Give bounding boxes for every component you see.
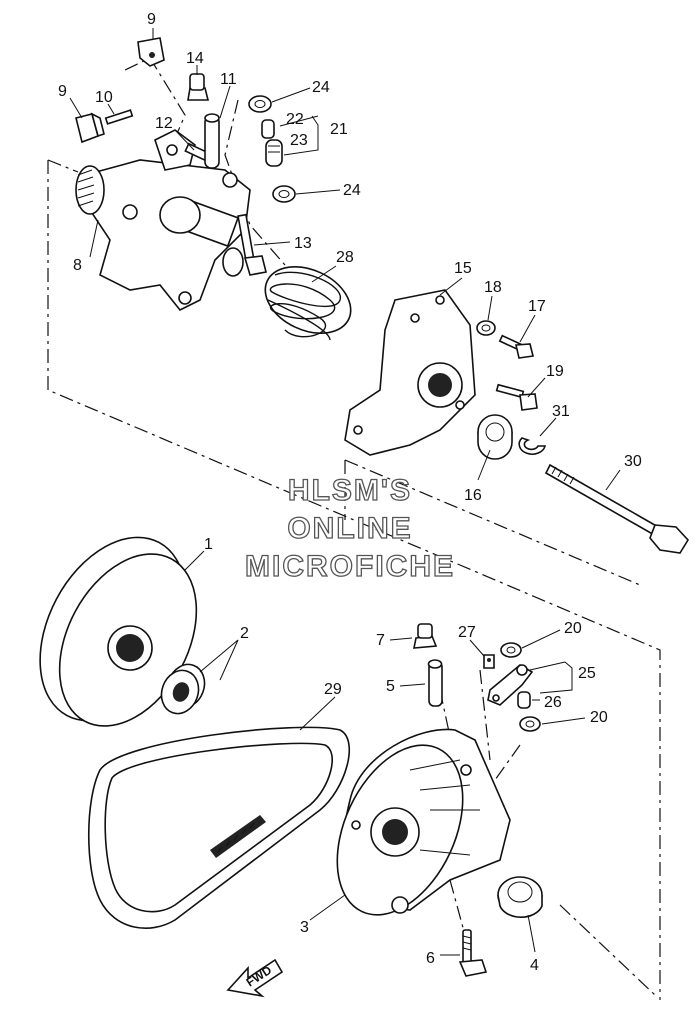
callout-16: 16 [464, 487, 482, 504]
sheave-1 [39, 536, 198, 727]
callout-13: 13 [294, 235, 312, 252]
callout-10: 10 [95, 89, 113, 106]
callout-2: 2 [240, 625, 249, 642]
callout-numbers: 9 9 10 12 14 11 24 22 23 21 24 13 28 8 1… [58, 11, 642, 974]
pin-27 [483, 654, 495, 669]
callout-24-bottom: 24 [343, 182, 361, 199]
bolt-17 [498, 334, 534, 359]
callout-27: 27 [458, 624, 476, 641]
callout-20-bottom: 20 [590, 709, 608, 726]
roller-26 [517, 691, 531, 709]
callout-15: 15 [454, 260, 472, 277]
callout-1: 1 [204, 536, 213, 553]
nut-7 [413, 623, 438, 649]
callout-19: 19 [546, 363, 564, 380]
bolt-30 [544, 463, 689, 554]
watermark-line-3: MICROFICHE [245, 550, 455, 583]
bracket-9-top [137, 37, 165, 67]
watermark: HLSM'S ONLINE MICROFICHE [244, 473, 455, 583]
callout-11: 11 [220, 71, 237, 88]
callout-20-top: 20 [564, 620, 582, 637]
housing-3 [336, 728, 511, 916]
washer-20-bottom [519, 716, 541, 732]
washer-24-bottom [272, 185, 296, 203]
pin-10 [104, 109, 134, 125]
bolt-19 [495, 383, 538, 411]
callout-5: 5 [386, 678, 395, 695]
leader-lines [69, 28, 621, 956]
arm-25 [487, 664, 534, 706]
bracket-9-left [75, 112, 105, 144]
callout-6: 6 [426, 950, 435, 967]
callout-8: 8 [73, 257, 82, 274]
washer-20-top [500, 642, 522, 658]
washer-18 [476, 320, 496, 336]
callout-18: 18 [484, 279, 502, 296]
callout-7: 7 [376, 632, 385, 649]
callout-21: 21 [330, 121, 348, 138]
callout-28: 28 [336, 249, 354, 266]
bolt-6 [458, 929, 488, 977]
callout-9-top: 9 [147, 11, 156, 28]
bolt-13 [237, 213, 267, 276]
watermark-line-1: HLSM'S [288, 474, 412, 507]
callout-22: 22 [286, 111, 304, 128]
callout-29: 29 [324, 681, 342, 698]
callout-23: 23 [290, 132, 308, 149]
callout-9-left: 9 [58, 83, 67, 100]
callout-17: 17 [528, 298, 546, 315]
pin-5 [427, 659, 443, 707]
washer-24-top [248, 95, 272, 113]
clip-31 [518, 437, 547, 455]
fwd-arrow-icon: FWD [226, 958, 284, 998]
callout-26: 26 [544, 694, 562, 711]
cover-15 [344, 289, 476, 456]
callout-25: 25 [578, 665, 596, 682]
callout-14: 14 [186, 50, 204, 67]
watermark-line-2: ONLINE [287, 512, 412, 545]
belt-29 [87, 726, 350, 929]
callout-3: 3 [300, 919, 309, 936]
roller-22-23 [261, 119, 283, 167]
bushing-2 [160, 663, 206, 715]
ring-4 [497, 876, 543, 918]
spring-28 [264, 266, 352, 341]
callout-31: 31 [552, 403, 570, 420]
nut-14 [187, 73, 210, 101]
callout-12: 12 [155, 115, 173, 132]
callout-24-top: 24 [312, 79, 330, 96]
bushing-16 [477, 414, 513, 460]
callout-4: 4 [530, 957, 539, 974]
spider-hub-part [75, 129, 251, 312]
pin-11 [204, 113, 220, 169]
callout-30: 30 [624, 453, 642, 470]
